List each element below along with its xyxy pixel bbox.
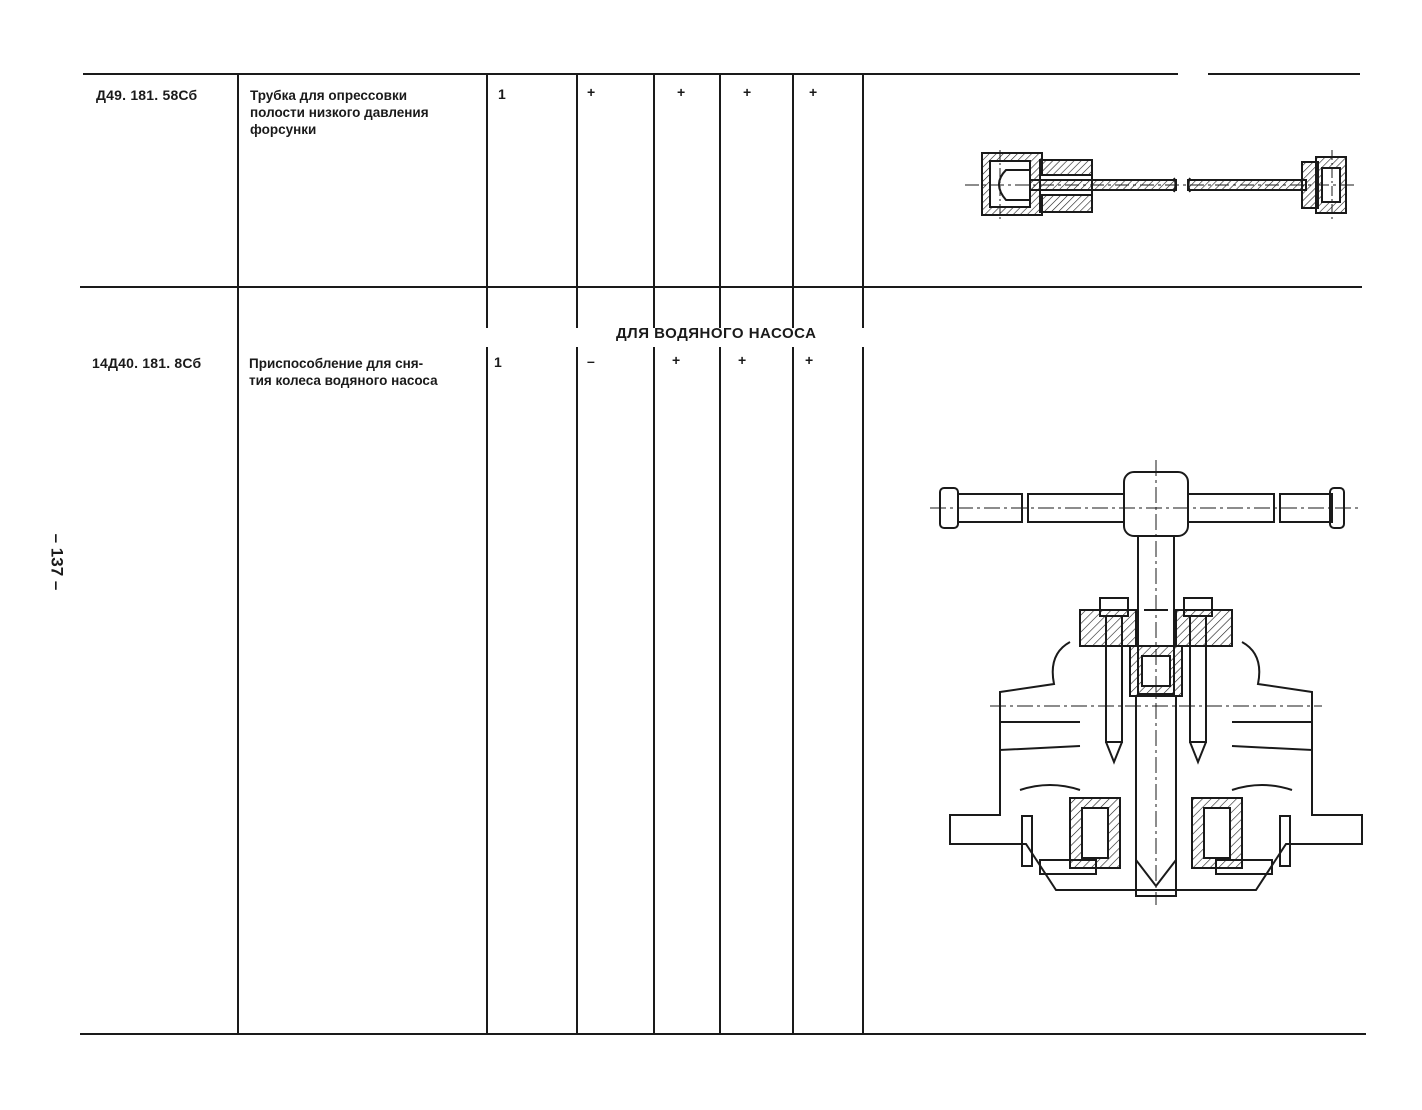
column-line bbox=[862, 347, 864, 1035]
section-title: ДЛЯ ВОДЯНОГО НАСОСА bbox=[616, 325, 817, 342]
column-line bbox=[653, 347, 655, 1035]
column-line bbox=[237, 73, 239, 1035]
description-line: тия колеса водяного насоса bbox=[249, 373, 438, 388]
mark-cell: + bbox=[743, 84, 752, 100]
page-number: – 137 – bbox=[47, 533, 67, 591]
column-line bbox=[486, 347, 488, 1035]
mark-cell: + bbox=[672, 352, 681, 368]
bottom-rule bbox=[80, 1033, 1366, 1035]
item-description: Приспособление для сня- тия колеса водян… bbox=[249, 355, 438, 389]
description-line: Трубка для опрессовки bbox=[250, 88, 408, 103]
mark-cell: + bbox=[677, 84, 686, 100]
mark-cell: + bbox=[805, 352, 814, 368]
column-line bbox=[792, 73, 794, 328]
puller-drawing bbox=[930, 460, 1363, 905]
column-line bbox=[719, 347, 721, 1035]
mark-cell: – bbox=[587, 353, 595, 369]
item-code: Д49. 181. 58Сб bbox=[96, 87, 198, 103]
column-line bbox=[792, 347, 794, 1035]
description-line: форсунки bbox=[250, 122, 317, 137]
column-line bbox=[486, 73, 488, 328]
column-line bbox=[576, 73, 578, 328]
column-line bbox=[862, 73, 864, 328]
top-rule-right bbox=[1208, 73, 1360, 75]
column-line bbox=[576, 347, 578, 1035]
column-line bbox=[653, 73, 655, 328]
column-line bbox=[719, 73, 721, 328]
mark-cell: + bbox=[738, 352, 747, 368]
item-description: Трубка для опрессовки полости низкого да… bbox=[250, 87, 429, 138]
tube-drawing bbox=[965, 150, 1358, 220]
top-rule bbox=[83, 73, 1178, 75]
quantity-cell: 1 bbox=[498, 86, 506, 102]
mark-cell: + bbox=[809, 84, 818, 100]
row-divider bbox=[80, 286, 1362, 288]
description-line: Приспособление для сня- bbox=[249, 356, 424, 371]
description-line: полости низкого давления bbox=[250, 105, 429, 120]
mark-cell: + bbox=[587, 84, 596, 100]
quantity-cell: 1 bbox=[494, 354, 502, 370]
item-code: 14Д40. 181. 8Сб bbox=[92, 355, 202, 371]
